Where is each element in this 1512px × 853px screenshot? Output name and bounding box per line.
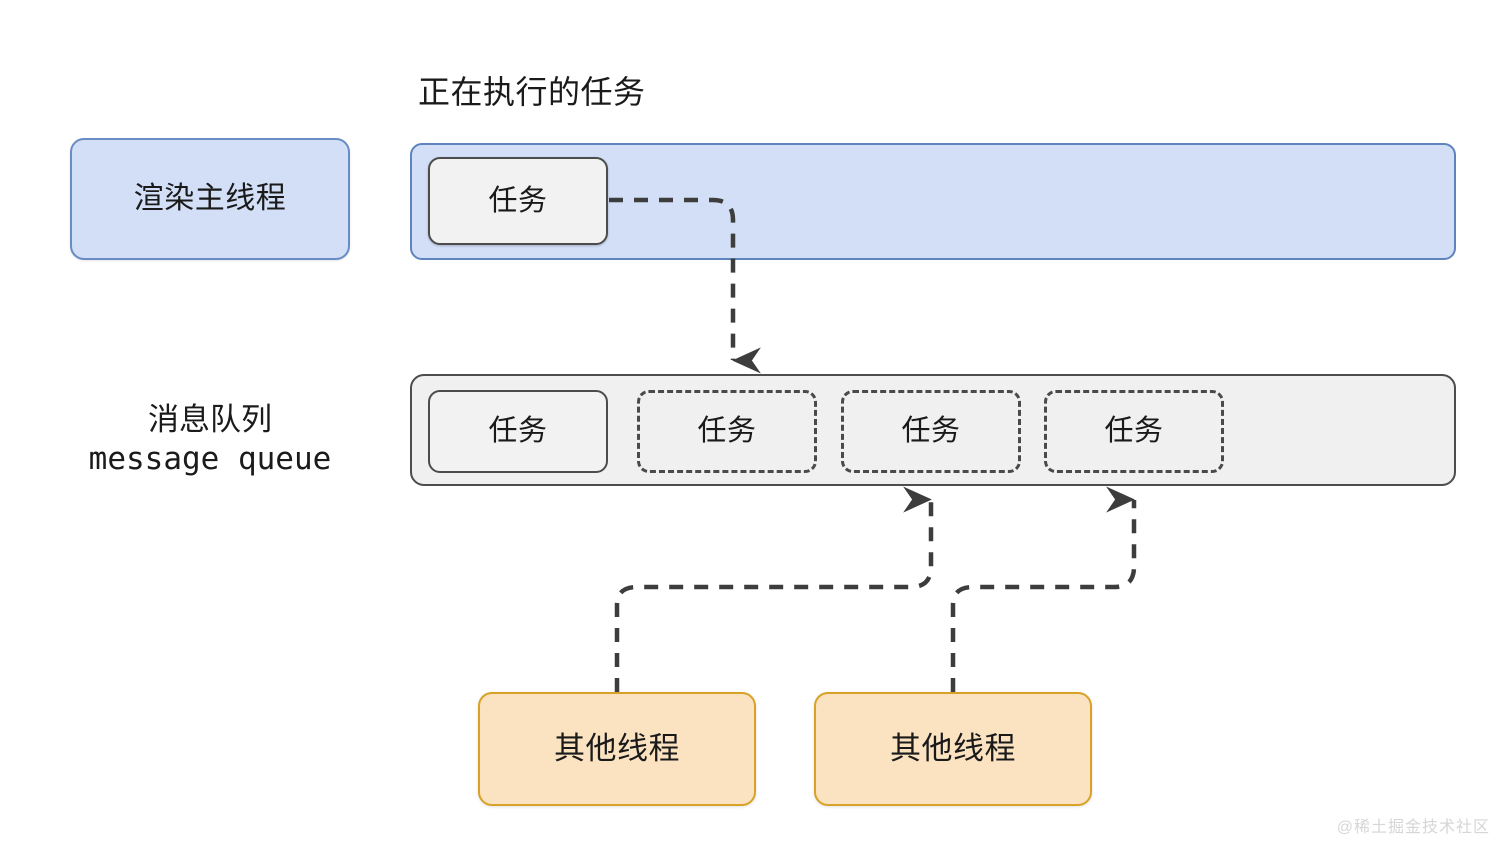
queue-task-slot-1: 任务 [428, 390, 608, 473]
message-queue-label-cn: 消息队列 [148, 402, 272, 437]
watermark: @稀土掘金技术社区 [1336, 819, 1490, 836]
queue-task-label-4: 任务 [1104, 415, 1164, 448]
main-thread-label: 渲染主线程 [133, 182, 287, 216]
queue-task-slot-4: 任务 [1044, 390, 1224, 473]
other-thread-box-2: 其他线程 [814, 692, 1092, 806]
running-task-label: 任务 [488, 184, 548, 217]
message-queue-label: 消息队列 message queue [58, 400, 362, 479]
running-task-title: 正在执行的任务 [418, 74, 646, 110]
main-thread-legend-box: 渲染主线程 [70, 138, 350, 260]
queue-task-label-3: 任务 [901, 415, 961, 448]
queue-task-label-1: 任务 [488, 415, 548, 448]
other-thread-label-1: 其他线程 [554, 730, 680, 766]
queue-task-label-2: 任务 [697, 415, 757, 448]
arrow-other-thread-1-to-queue [614, 486, 934, 692]
other-thread-label-2: 其他线程 [890, 730, 1016, 766]
queue-task-slot-2: 任务 [637, 390, 817, 473]
message-queue-label-en: message queue [88, 441, 332, 478]
arrow-other-thread-2-to-queue [950, 486, 1137, 692]
other-thread-box-1: 其他线程 [478, 692, 756, 806]
queue-task-slot-3: 任务 [841, 390, 1021, 473]
running-task-box: 任务 [428, 157, 608, 245]
